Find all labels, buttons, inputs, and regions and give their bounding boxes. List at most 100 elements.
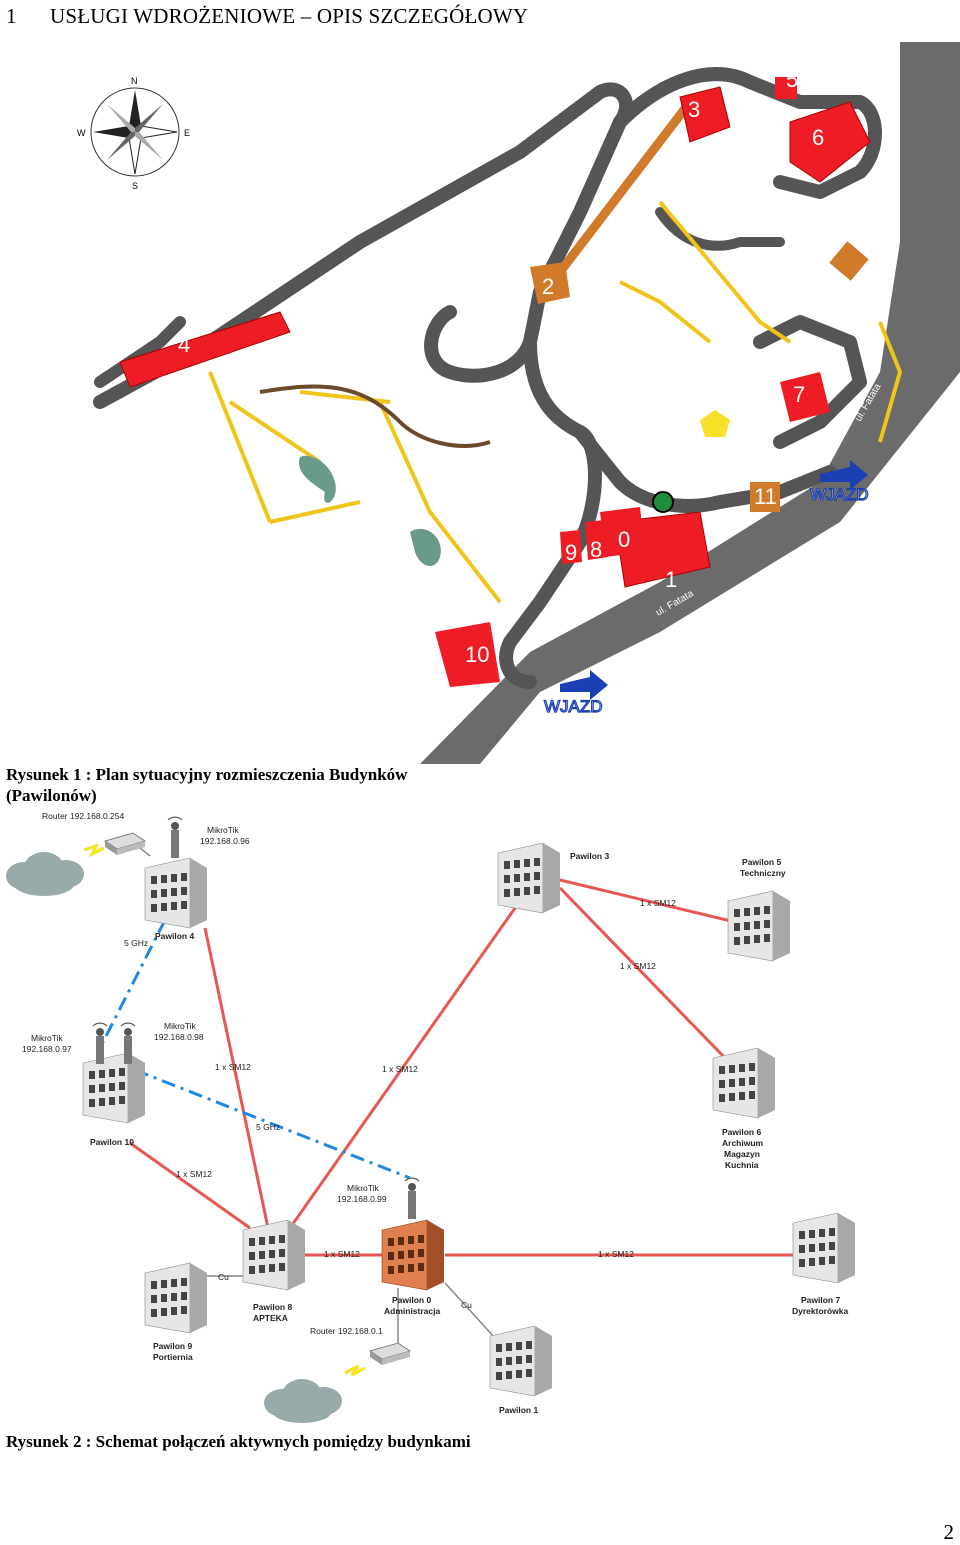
pawilon5-line1: Pawilon 5 (742, 857, 781, 867)
entrance-top: WJAZD (809, 460, 869, 505)
label-1: 1 (665, 567, 677, 592)
walkways (208, 200, 903, 604)
link-p4-p10 (98, 919, 167, 1049)
building-pawilon4 (144, 857, 208, 929)
mikrotik-p0-line2: 192.168.0.99 (337, 1194, 387, 1204)
building-4 (119, 311, 291, 388)
lightning-icon (83, 843, 105, 858)
building-labels: 1 2 3 4 5 6 7 8 9 0 10 11 (178, 67, 824, 667)
green-circle (652, 491, 674, 513)
building-pawilon10 (82, 1052, 146, 1124)
pawilon3-label: Pawilon 3 (570, 851, 609, 861)
building-pawilon6 (712, 1047, 776, 1119)
link-p3-p5-label: 1 x SM12 (640, 898, 676, 908)
mikrotik-p10a-line1: MikroTik (31, 1033, 64, 1043)
mikrotik-p4-line1: MikroTik (207, 825, 240, 835)
compass-s: S (132, 181, 138, 191)
entrance-label-top: WJAZD (810, 485, 869, 504)
link-cu-p9: Cu (218, 1272, 229, 1282)
building-9 (560, 530, 582, 564)
router-bottom-label: Router 192.168.0.1 (310, 1326, 383, 1336)
pond-1 (299, 455, 336, 503)
label-3: 3 (688, 97, 700, 122)
internal-roads (93, 67, 882, 689)
page-number: 2 (943, 1520, 955, 1544)
link-p0-p7-label: 1 x SM12 (598, 1249, 634, 1259)
pawilon8-line1: Pawilon 8 (253, 1302, 292, 1312)
label-5: 5 (786, 67, 798, 92)
pawilon6-line3: Magazyn (724, 1149, 760, 1159)
building-extra (829, 241, 869, 281)
section-title: USŁUGI WDROŻENIOWE – OPIS SZCZEGÓŁOWY (50, 4, 529, 28)
label-2: 2 (542, 274, 554, 299)
building-7 (780, 372, 830, 422)
link-p10-p8 (129, 1141, 251, 1230)
mikrotik-p10a-line2: 192.168.0.97 (22, 1044, 72, 1054)
pawilon7-line1: Pawilon 7 (801, 1295, 840, 1305)
entrance-label-bottom: WJAZD (544, 697, 603, 716)
label-4: 4 (178, 332, 190, 357)
building-pawilon8 (242, 1219, 306, 1291)
link-5ghz-mid: 5 GHz (256, 1122, 280, 1132)
internet-cloud-top (6, 852, 84, 896)
network-diagram: Router 192.168.0.254 MikroTik 192.168.0.… (6, 811, 856, 1423)
building-pawilon5 (727, 890, 791, 962)
pawilon10-label: Pawilon 10 (90, 1137, 134, 1147)
label-6: 6 (812, 125, 824, 150)
mikrotik-p4-line2: 192.168.0.96 (200, 836, 250, 846)
building-3 (679, 86, 731, 143)
building-pawilon1 (489, 1325, 553, 1397)
label-11: 11 (754, 484, 777, 509)
link-p10-p8-label: 1 x SM12 (176, 1169, 212, 1179)
compass-rose: N S E W (77, 76, 190, 191)
label-8: 8 (590, 537, 602, 562)
building-pawilon7 (792, 1212, 856, 1284)
building-10 (435, 622, 500, 687)
site-plan-map: N S E W 1 2 3 4 5 6 7 8 9 0 10 11 WJAZD … (77, 42, 960, 764)
antenna-icon (404, 1177, 420, 1220)
pawilon4-label: Pawilon 4 (155, 931, 194, 941)
router-bottom (369, 1342, 411, 1366)
building-2 (530, 262, 570, 304)
pawilon0-line1: Pawilon 0 (392, 1295, 431, 1305)
pawilon0-line2: Administracja (384, 1306, 440, 1316)
link-p0-p1 (444, 1282, 496, 1339)
figure1-caption-line1: Rysunek 1 : Plan sytuacyjny rozmieszczen… (6, 765, 408, 784)
link-p3-p6 (558, 886, 727, 1060)
pawilon8-line2: APTEKA (253, 1313, 288, 1323)
link-p3-p8 (288, 907, 517, 1229)
antenna-icon (167, 816, 183, 859)
figure1-caption: Rysunek 1 : Plan sytuacyjny rozmieszczen… (6, 764, 546, 806)
building-5 (775, 77, 797, 99)
label-10: 10 (465, 642, 489, 667)
label-0: 0 (618, 527, 630, 552)
label-9: 9 (565, 540, 577, 565)
orange-corridor (556, 99, 694, 275)
building-0 (600, 507, 645, 557)
link-p3-p5 (559, 878, 761, 930)
pawilon6-line4: Kuchnia (725, 1160, 759, 1170)
link-p3-p8-label: 1 x SM12 (382, 1064, 418, 1074)
wireless-links (98, 919, 411, 1180)
compass-n: N (131, 76, 138, 86)
compass-e: E (184, 128, 190, 138)
mikrotik-p10b-line1: MikroTik (164, 1021, 197, 1031)
building-pawilon0 (381, 1219, 444, 1291)
building-6 (789, 101, 871, 183)
yellow-pentagon (700, 410, 730, 437)
mikrotik-p0-line1: MikroTik (347, 1183, 380, 1193)
label-7: 7 (793, 382, 805, 407)
router-top (104, 832, 146, 856)
link-p10-p0 (134, 1068, 411, 1180)
building-8 (585, 520, 608, 560)
figure2-caption: Rysunek 2 : Schemat połączeń aktywnych p… (6, 1432, 471, 1451)
compass-w: W (77, 128, 86, 138)
link-p10-p8-upper-label: 1 x SM12 (215, 1062, 251, 1072)
entrance-bottom: WJAZD (543, 670, 608, 717)
arrow-icon (560, 670, 608, 700)
pawilon1-label: Pawilon 1 (499, 1405, 538, 1415)
internet-cloud-bottom (264, 1379, 342, 1423)
building-pawilon9 (144, 1262, 208, 1334)
building-pawilon3 (497, 842, 561, 914)
